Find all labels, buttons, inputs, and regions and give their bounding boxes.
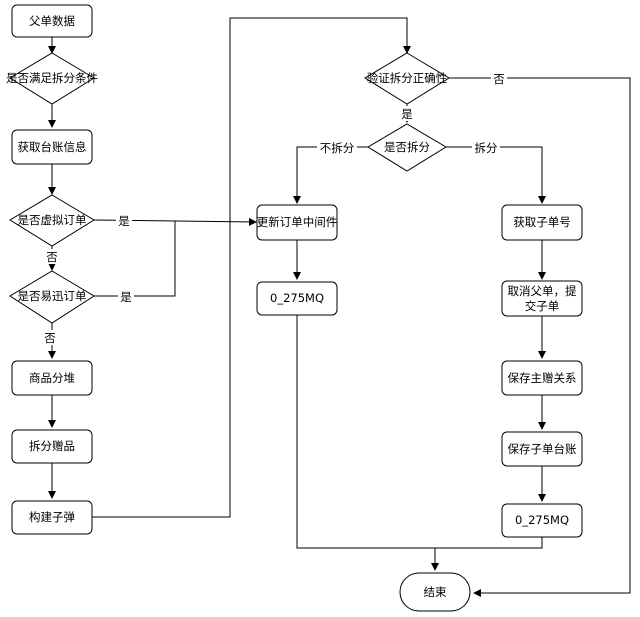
label-virtual-yes: 是 bbox=[118, 214, 130, 228]
node-meets-split-condition[interactable]: 是否满足拆分条件 bbox=[6, 52, 98, 105]
node-mq-left[interactable]: 0_275MQ bbox=[256, 281, 338, 316]
node-whether-split[interactable]: 是否拆分 bbox=[367, 123, 447, 172]
node-update-middleware[interactable]: 更新订单中间件 bbox=[256, 204, 338, 241]
node-verify-split-label: 验证拆分正确性 bbox=[367, 71, 448, 85]
node-parent-data[interactable]: 父单数据 bbox=[11, 4, 93, 38]
node-mq-right-label: 0_275MQ bbox=[515, 513, 569, 527]
node-end[interactable]: 结束 bbox=[399, 572, 471, 612]
node-verify-split[interactable]: 验证拆分正确性 bbox=[364, 52, 450, 105]
node-mq-left-label: 0_275MQ bbox=[270, 291, 324, 305]
node-is-yixun-order-label: 是否易迅订单 bbox=[18, 289, 87, 303]
edges bbox=[48, 17, 631, 597]
label-yixun-yes: 是 bbox=[120, 290, 132, 304]
node-build-bullet[interactable]: 构建子弹 bbox=[11, 500, 93, 535]
label-verify-yes: 是 bbox=[401, 107, 413, 121]
node-is-virtual-order[interactable]: 是否虚拟订单 bbox=[9, 194, 95, 247]
label-do-split: 拆分 bbox=[475, 141, 498, 155]
label-virtual-no: 否 bbox=[46, 250, 58, 264]
edge-bullet-to-verify bbox=[92, 17, 411, 518]
node-get-ledger-label: 获取台账信息 bbox=[18, 140, 87, 154]
node-cancel-parent-label-line2: 交子单 bbox=[525, 299, 560, 313]
edge-labels: 是 否 是 否 是 否 不拆分 拆分 bbox=[42, 71, 507, 345]
node-split-gift[interactable]: 拆分赠品 bbox=[11, 429, 93, 464]
node-split-gift-label: 拆分赠品 bbox=[29, 439, 75, 453]
node-cancel-parent[interactable]: 取消父单，提 交子单 bbox=[501, 280, 583, 317]
edge-nosplit-to-middleware bbox=[293, 146, 370, 204]
node-whether-split-label: 是否拆分 bbox=[384, 140, 430, 154]
label-no-split: 不拆分 bbox=[320, 141, 355, 155]
label-yixun-no: 否 bbox=[44, 331, 56, 345]
node-parent-data-label: 父单数据 bbox=[29, 14, 75, 28]
node-save-child-ledger-label: 保存子单台账 bbox=[508, 442, 577, 456]
node-save-gift-relation[interactable]: 保存主赠关系 bbox=[501, 360, 583, 396]
node-product-heap-label: 商品分堆 bbox=[29, 371, 75, 385]
edge-verify-no-to-end bbox=[449, 77, 631, 597]
node-product-heap[interactable]: 商品分堆 bbox=[11, 360, 93, 396]
node-get-child-no-label: 获取子单号 bbox=[513, 215, 571, 229]
nodes: 父单数据 是否满足拆分条件 获取台账信息 是否虚拟订单 是否易迅订单 商品分堆 … bbox=[6, 4, 583, 612]
node-meets-split-condition-label: 是否满足拆分条件 bbox=[6, 71, 98, 85]
edge-mqleft-to-end bbox=[296, 315, 439, 571]
edge-yixun-yes-to-middleware bbox=[94, 221, 176, 297]
node-save-gift-relation-label: 保存主赠关系 bbox=[508, 371, 577, 385]
node-end-label: 结束 bbox=[424, 585, 447, 599]
node-is-virtual-order-label: 是否虚拟订单 bbox=[18, 213, 87, 227]
node-save-child-ledger[interactable]: 保存子单台账 bbox=[501, 431, 583, 467]
node-mq-right[interactable]: 0_275MQ bbox=[501, 503, 583, 538]
node-build-bullet-label: 构建子弹 bbox=[29, 510, 75, 524]
node-get-child-no[interactable]: 获取子单号 bbox=[501, 204, 583, 241]
node-is-yixun-order[interactable]: 是否易迅订单 bbox=[9, 270, 95, 324]
label-verify-no: 否 bbox=[493, 72, 505, 86]
node-cancel-parent-label-line1: 取消父单，提 bbox=[508, 284, 577, 298]
edge-split-to-childno bbox=[446, 146, 546, 204]
node-update-middleware-label: 更新订单中间件 bbox=[257, 215, 338, 229]
edge-mqright-to-end bbox=[435, 537, 543, 549]
node-get-ledger[interactable]: 获取台账信息 bbox=[11, 129, 93, 165]
